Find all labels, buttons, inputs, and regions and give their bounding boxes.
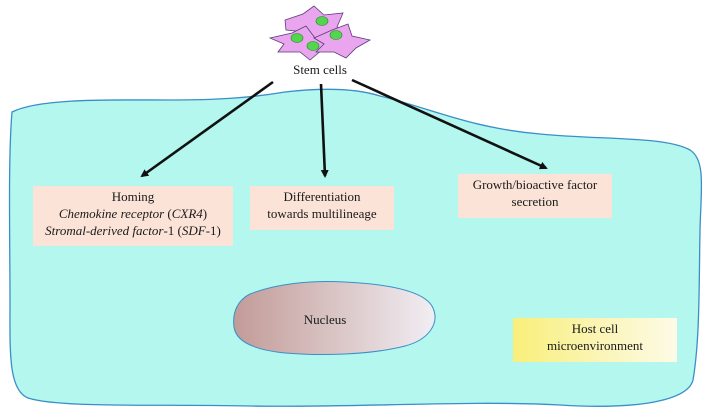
growth-line2: secretion [511, 194, 559, 209]
homing-box: Homing Chemokine receptor (CXR4) Stromal… [33, 186, 233, 246]
stem-cells-icon [268, 5, 372, 61]
growth-factor-box: Growth/bioactive factor secretion [458, 174, 612, 218]
differentiation-line2: towards multilineage [267, 206, 377, 221]
nucleus-label: Nucleus [303, 312, 347, 327]
host-line1: Host cell [571, 321, 619, 336]
arrow-to-differentiation [319, 83, 329, 178]
chemokine-receptor-text: Chemokine receptor [58, 206, 165, 221]
stem-cells-label: Stem cells [293, 62, 347, 77]
arrow-to-homing [140, 80, 274, 178]
differentiation-box: Differentiation towards multilineage [250, 186, 394, 230]
stromal-derived-factor-text: Stromal-derived factor [45, 223, 164, 238]
homing-title: Homing [111, 189, 155, 204]
sdf-abbr-text: SDF [181, 223, 206, 238]
homing-sdf-line: Stromal-derived factor-1 (SDF-1) [33, 222, 233, 239]
sdf-suffix-text: -1 ( [163, 223, 182, 238]
cxr4-text: CXR4 [171, 206, 203, 221]
receptor-paren-close: ) [202, 206, 208, 221]
nucleus-shape [233, 281, 436, 356]
arrow-to-growth [351, 78, 548, 170]
sdf-abbr-suffix: -1) [205, 223, 221, 238]
host-line2: microenvironment [546, 338, 644, 353]
growth-line1: Growth/bioactive factor [472, 177, 598, 192]
host-cell-microenvironment-box: Host cell microenvironment [513, 318, 677, 362]
receptor-paren-open: ( [164, 206, 172, 221]
differentiation-line1: Differentiation [283, 189, 361, 204]
homing-receptor-line: Chemokine receptor (CXR4) [33, 205, 233, 222]
